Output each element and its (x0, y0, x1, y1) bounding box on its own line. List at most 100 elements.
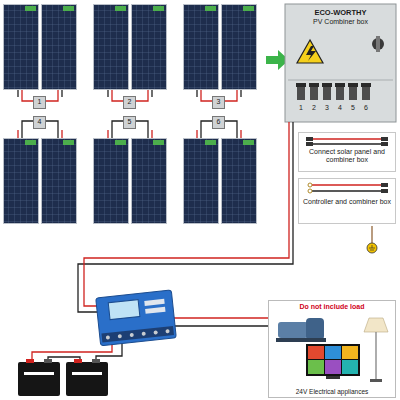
charge-controller (96, 290, 177, 346)
cable-note-box: Connect solar panel and combiner box (298, 132, 396, 172)
cable-gland (349, 86, 357, 100)
solar-panel (132, 139, 167, 224)
gland-cap (348, 83, 358, 87)
terminal-screw (165, 329, 169, 333)
terminal-number: 5 (347, 104, 359, 111)
tv-tile (308, 360, 324, 374)
solar-panel (184, 5, 219, 90)
terminal-screw (153, 330, 157, 334)
branch-connector: 2 (123, 96, 136, 109)
branch-connector: 6 (212, 116, 225, 129)
battery-terminal (26, 359, 34, 363)
node-heading: 5 (126, 118, 133, 126)
solar-panel (42, 139, 77, 224)
pump-motor (278, 322, 308, 338)
load-background (268, 300, 396, 398)
solar-panel (184, 139, 219, 224)
node-heading: 1 (36, 98, 43, 106)
terminal-screw (130, 333, 134, 337)
battery-plus (72, 372, 102, 375)
cable-gland (297, 86, 305, 100)
red-wire (172, 317, 268, 318)
pump-base (276, 338, 326, 342)
terminal-screw (106, 335, 110, 339)
red-wire (84, 122, 289, 306)
controller-button (144, 299, 164, 306)
node-heading: Do not include load (271, 303, 393, 311)
battery (66, 362, 108, 396)
ground-symbol (367, 243, 377, 253)
cable-gland (362, 86, 370, 100)
ring-terminal (308, 183, 312, 187)
combiner-box: ECO-WORTHYPV Combiner box (285, 4, 396, 34)
cable-icon (306, 137, 388, 146)
ground-wire (371, 226, 372, 243)
battery-plus (24, 372, 54, 375)
node-heading: 4 (36, 118, 43, 126)
battery-terminal (44, 359, 52, 363)
ring-terminal (308, 189, 312, 193)
battery-terminal (92, 359, 100, 363)
black-cable (312, 143, 382, 145)
solar-panel (4, 139, 39, 224)
cable-gland (310, 86, 318, 100)
tv-tile (342, 360, 358, 374)
solar-panel (222, 139, 257, 224)
warning-triangle (297, 40, 323, 63)
black-wire (172, 325, 268, 326)
node-heading: ECO-WORTHY (287, 9, 394, 18)
cable-glands (297, 86, 370, 100)
cable-gland (336, 86, 344, 100)
lamp-base (370, 379, 382, 382)
mc4-plug (381, 137, 388, 141)
lightning-symbol (306, 46, 316, 61)
load-panel (268, 300, 396, 398)
branch-connector: 3 (212, 96, 225, 109)
combiner-box-body (285, 4, 396, 122)
ground-mark (369, 245, 375, 250)
solar-panel-row (4, 139, 257, 224)
solar-panel (42, 5, 77, 90)
terminal-number: 4 (334, 104, 346, 111)
node-text: 24V Electrical appliances (271, 388, 393, 395)
black-cable (312, 190, 382, 192)
tv-tile (325, 360, 341, 374)
pump-head (306, 318, 324, 340)
key (376, 36, 380, 52)
cable-note-box: Controller and combiner box (298, 178, 396, 224)
node-heading: Controller and combiner box (301, 198, 393, 206)
gland-cap (322, 83, 332, 87)
branch-connector: 4 (33, 116, 46, 129)
lamp-shade (364, 318, 388, 332)
solar-panel (94, 5, 129, 90)
node-heading: 3 (215, 98, 222, 106)
terminal-screw (118, 334, 122, 338)
controller-body (96, 290, 177, 346)
terminal-screws (106, 329, 170, 340)
battery-terminal (74, 359, 82, 363)
solar-panel (132, 5, 167, 90)
tv-tile (342, 346, 358, 359)
solar-panel-row (4, 5, 257, 90)
node-heading: 6 (215, 118, 222, 126)
tv-tile (308, 346, 324, 359)
load-box: Do not include load 24V Electrical applia… (268, 300, 396, 398)
mc4-plug (381, 142, 388, 146)
node-heading: Connect solar panel and combiner box (301, 148, 393, 164)
gland-cap (335, 83, 345, 87)
node-text: PV Combiner box (287, 18, 394, 26)
gland-cap (361, 83, 371, 87)
lcd-screen (108, 300, 140, 320)
tv-frame (306, 344, 360, 376)
solar-panel (4, 5, 39, 90)
gland-caps (296, 83, 371, 87)
red-cable (312, 184, 382, 186)
gland-cap (309, 83, 319, 87)
lamp-pole (375, 332, 376, 380)
terminal-number: 1 (295, 104, 307, 111)
panel-leads (18, 90, 241, 138)
cable-icon (308, 183, 388, 193)
